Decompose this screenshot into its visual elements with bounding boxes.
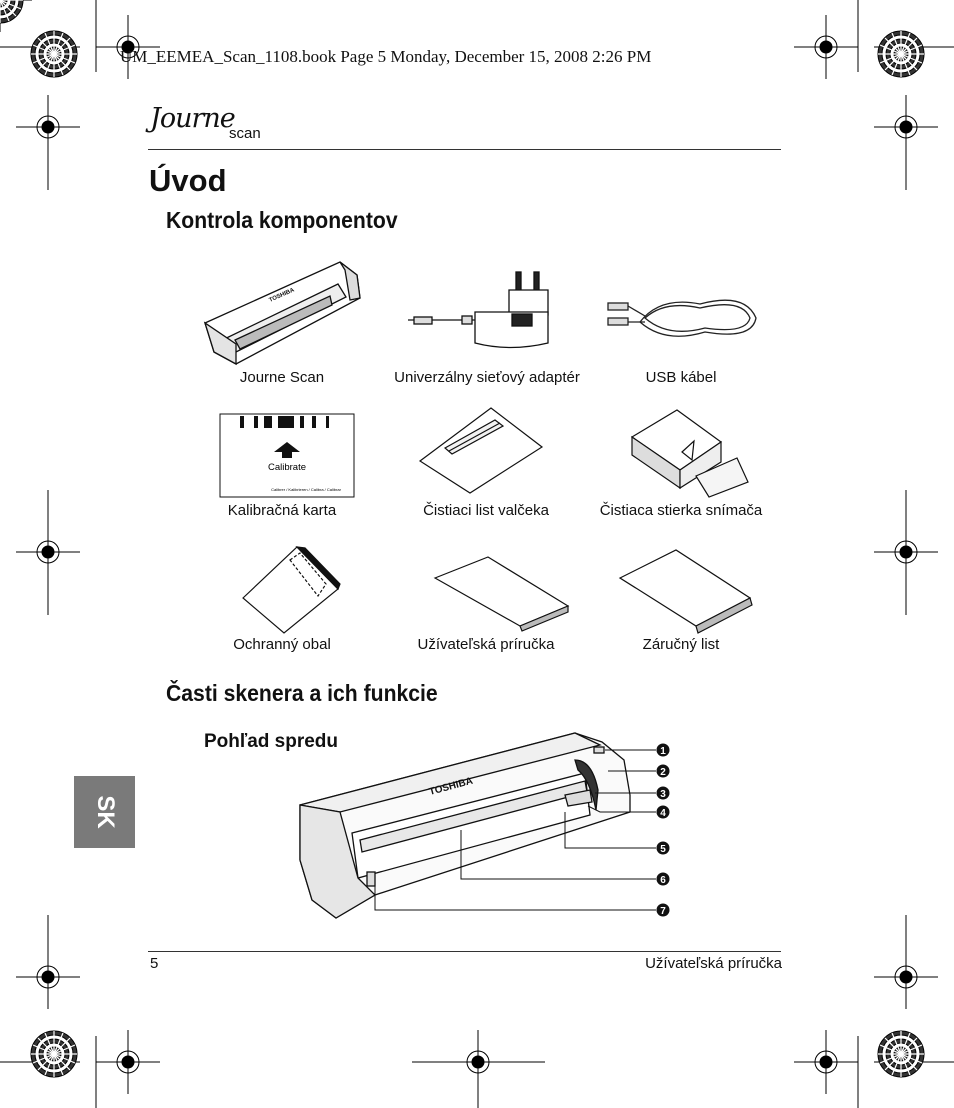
- callout-1: 1: [660, 746, 666, 757]
- caption-journe-scan: Journe Scan: [239, 369, 325, 386]
- calibration-card-image: Calibrate Calibrer / Kalibrieren / Calib…: [219, 413, 355, 498]
- usb-cable-image: [607, 299, 757, 337]
- protective-sleeve-image: [242, 546, 341, 634]
- caption-protective-sleeve: Ochranný obal: [233, 636, 331, 653]
- page-number: 5: [150, 955, 159, 972]
- language-tab: SK: [74, 776, 135, 848]
- callout-lines: [374, 749, 656, 911]
- card-fine-print: Calibrer / Kalibrieren / Calibra / Calib…: [271, 487, 341, 492]
- section-heading-parts: Časti skenera a ich funkcie: [166, 680, 438, 706]
- adapter-image: [408, 271, 549, 349]
- caption-adapter: Univerzálny sieťový adaptér: [394, 369, 580, 386]
- card-text: Calibrate: [268, 462, 306, 473]
- callout-5: 5: [660, 844, 666, 855]
- page-title: Úvod: [149, 163, 227, 198]
- book-header: UM_EEMEA_Scan_1108.book Page 5 Monday, D…: [120, 47, 652, 66]
- caption-warranty: Záručný list: [642, 636, 720, 653]
- callout-2: 2: [660, 767, 666, 778]
- front-view-scanner: TOSHIBA: [299, 732, 631, 919]
- caption-usb-cable: USB kábel: [645, 369, 717, 386]
- header-rule: [148, 149, 781, 150]
- callout-7: 7: [660, 906, 666, 917]
- subheading-front-view: Pohľad spredu: [204, 731, 339, 752]
- cleaning-wiper-image: [630, 409, 749, 498]
- caption-cleaning-sheet: Čistiaci list valčeka: [423, 502, 549, 519]
- journe-logo-sub: scan: [229, 125, 261, 142]
- footer-rule: [148, 951, 781, 952]
- caption-cleaning-wiper: Čistiaca stierka snímača: [599, 502, 763, 519]
- caption-calibration-card: Kalibračná karta: [227, 502, 337, 519]
- callout-1-badge: [656, 743, 670, 757]
- callout-6: 6: [660, 875, 666, 886]
- scanner-image: TOSHIBA: [203, 261, 361, 366]
- starburst-icons: [0, 0, 925, 1078]
- user-manual-image: [433, 556, 570, 632]
- language-tab-label: SK: [91, 795, 119, 829]
- callout-4: 4: [660, 808, 666, 819]
- caption-user-manual: Užívateľská príručka: [417, 636, 555, 653]
- section-heading-components: Kontrola komponentov: [166, 207, 398, 233]
- warranty-card-image: [618, 549, 753, 634]
- callout-3: 3: [660, 789, 666, 800]
- cleaning-sheet-image: [418, 407, 544, 494]
- journe-logo: Journe: [150, 103, 236, 134]
- footer-title: Užívateľská príručka: [645, 955, 782, 972]
